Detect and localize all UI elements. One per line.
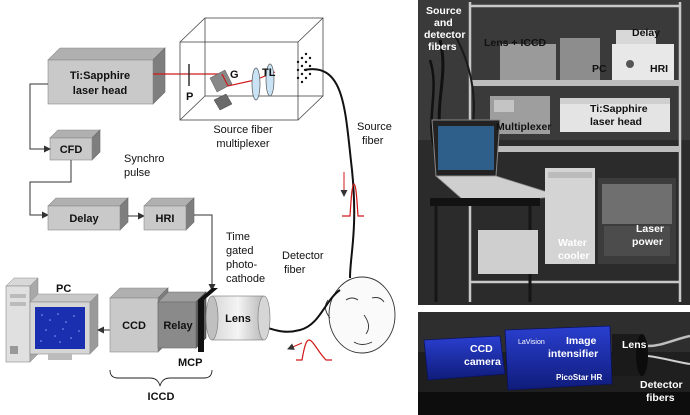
- tube-lens-1: [251, 67, 261, 101]
- photo-lens-label: Lens: [622, 339, 647, 351]
- detector-fiber-label-line2: fiber: [284, 264, 306, 276]
- source-fiber-line: [303, 68, 356, 279]
- head-outline-shape: [325, 276, 396, 354]
- photo-ti-sapphire-line2: laser head: [590, 116, 642, 128]
- photocathode-label-line4: cathode: [226, 273, 265, 285]
- photo-water-cooler-line2: cooler: [558, 250, 590, 262]
- schematic-diagram: Ti:Sapphire laser head P G TL: [5, 17, 396, 403]
- fiber-holder-grid: [296, 52, 312, 84]
- photo-detector-fibers-line2: fibers: [646, 392, 675, 404]
- wire-laser-to-cfd: [29, 83, 51, 153]
- photo-image-intensifier-line2: intensifier: [548, 348, 598, 360]
- relay-label: Relay: [163, 320, 193, 332]
- photo-delay-label: Delay: [632, 27, 660, 39]
- wire-hri-to-photocathode: [194, 214, 216, 291]
- grating-shape: [209, 69, 233, 93]
- pc-illustration: [5, 277, 99, 363]
- photo-pc-label: PC: [592, 63, 607, 75]
- mcp-plate-shape: [198, 288, 218, 352]
- wire-cfd-to-delay: [29, 160, 72, 219]
- photo-detector-fibers-line1: Detector: [640, 379, 683, 391]
- mcp-label: MCP: [178, 357, 202, 369]
- detector-fiber-label-line1: Detector: [282, 250, 324, 262]
- photo-iccd-camera: CCD camera LaVision Image intensifier Pi…: [418, 312, 690, 415]
- p-label: P: [186, 91, 193, 103]
- source-fiber-label-line1: Source: [357, 121, 392, 133]
- photo-source-detector-fibers-line4: fibers: [428, 41, 457, 53]
- delay-label: Delay: [69, 213, 99, 225]
- tube-lens-2: [265, 63, 275, 97]
- ti-sapphire-label-line2: laser head: [73, 85, 127, 97]
- mux-label-line2: multiplexer: [216, 138, 270, 150]
- photo-hri-label: HRI: [650, 63, 668, 75]
- detector-pulse-arrow: [287, 342, 303, 350]
- photo-source-detector-fibers-line1: Source: [426, 5, 462, 17]
- beam-to-lens: [221, 71, 276, 87]
- ccd-label: CCD: [122, 320, 146, 332]
- detector-fiber-line: [267, 289, 341, 333]
- photo-ccd-camera-line1: CCD: [470, 343, 493, 355]
- photo-water-cooler-line1: Water: [558, 237, 587, 249]
- delay-box: Delay: [47, 197, 129, 231]
- photo-laser-power-line2: power: [632, 236, 663, 248]
- iccd-label: ICCD: [148, 391, 175, 403]
- tl-label: TL: [262, 67, 276, 79]
- photo-ccd-camera-line2: camera: [464, 356, 501, 368]
- photo-instrument-rack: Source and detector fibers Lens + ICCD D…: [418, 0, 690, 305]
- lens-cylinder: Lens: [205, 295, 271, 341]
- photo-ti-sapphire-line1: Ti:Sapphire: [590, 103, 648, 115]
- photo-multiplexer-label: Multiplexer: [496, 121, 551, 133]
- source-fiber-multiplexer-box: [179, 17, 324, 121]
- source-fiber-label-line2: fiber: [362, 135, 384, 147]
- grating-mirror-shape: [213, 93, 233, 111]
- photo-source-detector-fibers-line3: detector: [424, 29, 465, 41]
- synchro-label-line1: Synchro: [124, 153, 164, 165]
- photocathode-label-line3: photo-: [226, 259, 258, 271]
- ti-sapphire-label-line1: Ti:Sapphire: [70, 70, 130, 82]
- synchro-label-line2: pulse: [124, 167, 150, 179]
- pc-label: PC: [56, 283, 71, 295]
- lens-label: Lens: [225, 313, 251, 325]
- photo-source-detector-fibers-line2: and: [434, 17, 453, 29]
- photo-lens-iccd-label: Lens + ICCD: [484, 37, 547, 49]
- ti-sapphire-laser-head-box: Ti:Sapphire laser head: [47, 47, 166, 105]
- hri-label: HRI: [156, 213, 175, 225]
- mux-label-line1: Source fiber: [213, 124, 273, 136]
- photo-product-label: PicoStar HR: [556, 373, 602, 382]
- cfd-label: CFD: [60, 144, 83, 156]
- photocathode-label-line2: gated: [226, 245, 254, 257]
- photo-brand-label: LaVision: [518, 339, 545, 346]
- g-label: G: [230, 69, 239, 81]
- detector-pulse-shape: [296, 339, 332, 361]
- source-pulse-shape: [342, 183, 364, 217]
- hri-box: HRI: [143, 197, 195, 231]
- photocathode-label-line1: Time: [226, 231, 250, 243]
- photo-laser-power-line1: Laser: [636, 223, 664, 235]
- iccd-bracket: [109, 369, 213, 387]
- cfd-box: CFD: [49, 129, 101, 161]
- photo-image-intensifier-line1: Image: [566, 335, 597, 347]
